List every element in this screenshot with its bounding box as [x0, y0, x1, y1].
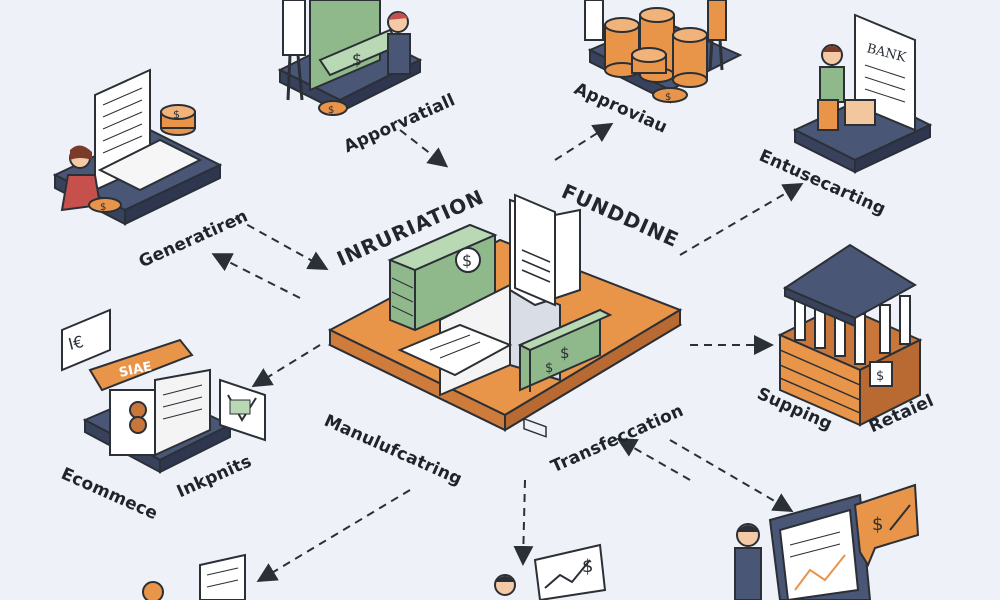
arrow-generation-to-center	[234, 217, 329, 270]
arrow-center-to-generation	[211, 253, 301, 299]
generation-node-icon: $ $	[52, 68, 223, 226]
laptop-bubble-text: $	[872, 514, 883, 535]
svg-text:$: $	[100, 202, 106, 213]
money-stack-icon: $	[387, 223, 498, 332]
bank-office-node-icon: BANK	[792, 13, 933, 174]
arrow-top-center-to-center	[399, 129, 449, 168]
store-sign-text: SIAE	[118, 359, 154, 381]
svg-text:$: $	[560, 344, 570, 362]
chart-card-icon	[219, 378, 266, 442]
arrow-transaction-to-laptop	[669, 439, 794, 513]
funding-coins-node-icon: $	[584, 0, 743, 104]
svg-text:$: $	[328, 105, 334, 116]
store-bubble-text: I€	[66, 332, 85, 354]
arrow-manufacturing-to-bottom	[256, 489, 411, 583]
bottom-left-node-icon	[142, 553, 246, 600]
store-node-icon: SIAE I€	[61, 308, 233, 474]
arrow-center-to-inputs	[251, 344, 321, 388]
chart-bubble-text: $	[582, 556, 593, 577]
arrow-transaction-to-center	[616, 438, 691, 481]
svg-text:$: $	[876, 369, 884, 384]
svg-text:$: $	[352, 50, 362, 69]
bank-building-node-icon: $	[777, 243, 923, 427]
laptop-node-icon: $	[734, 483, 920, 600]
arrow-center-to-bank-office	[679, 182, 804, 256]
arrow-down-to-chart	[513, 479, 534, 566]
bottom-chart-node-icon: $	[494, 543, 607, 600]
connector-arrows	[211, 122, 804, 583]
svg-text:$: $	[173, 108, 180, 121]
svg-text:$: $	[462, 251, 472, 270]
svg-text:$: $	[545, 361, 553, 376]
arrow-center-to-approval	[554, 122, 614, 161]
svg-text:$: $	[665, 92, 671, 103]
money-bundle-icon: $ $	[517, 308, 613, 392]
approval-node-icon: $ $	[277, 0, 423, 116]
